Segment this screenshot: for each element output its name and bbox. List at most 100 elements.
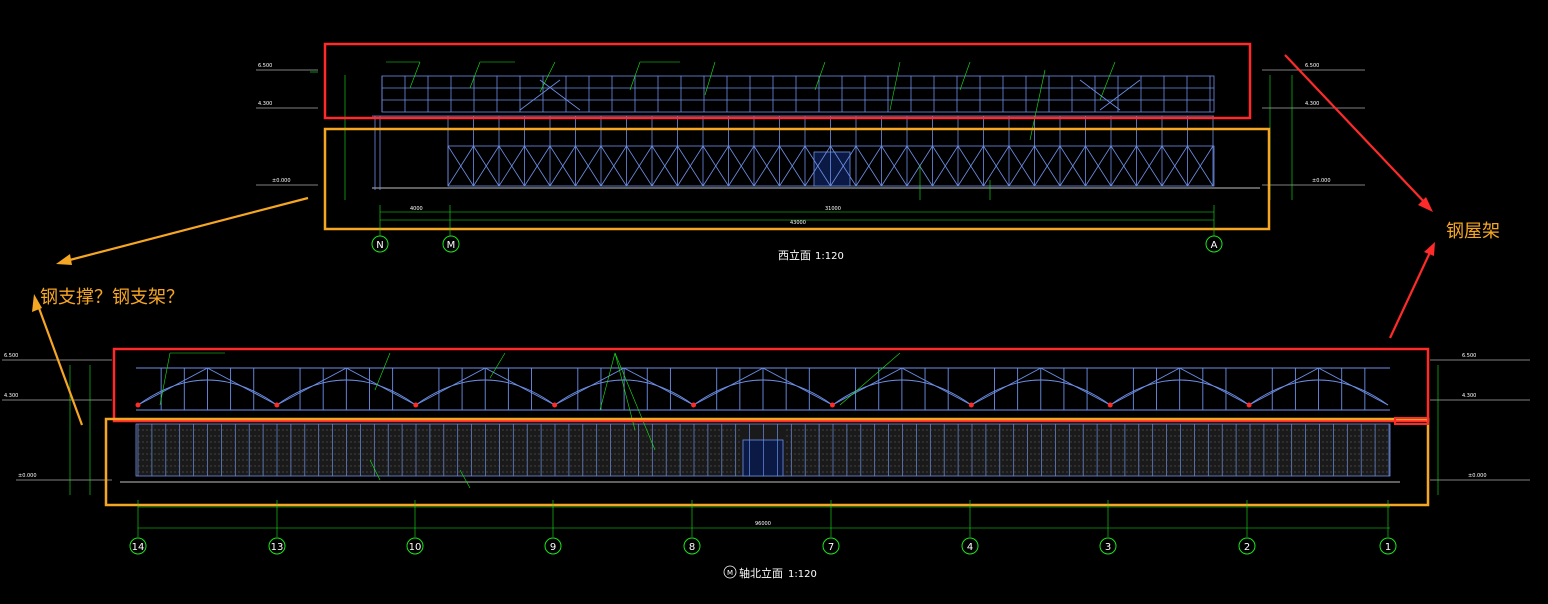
west-level-top-left: 6.500 <box>258 63 272 69</box>
svg-text:A: A <box>1211 240 1218 251</box>
west-cross-brace <box>881 145 908 187</box>
west-cross-brace <box>600 145 627 187</box>
north-axis-label: 2 <box>1244 542 1250 553</box>
north-level-mid-left: 4.300 <box>4 393 18 399</box>
north-axis-9: 9 <box>544 500 562 555</box>
west-cross-brace <box>932 145 959 187</box>
north-axis-label: 1 <box>1385 542 1391 553</box>
west-cross-brace <box>702 145 729 187</box>
west-cross-brace <box>651 145 678 187</box>
west-cross-brace <box>957 145 984 187</box>
north-roof-node <box>829 402 835 408</box>
svg-text:N: N <box>376 240 383 251</box>
north-roof-rafter <box>415 367 486 406</box>
north-level-mid-right: 4.300 <box>1462 393 1476 399</box>
west-cross-brace <box>473 145 500 187</box>
west-cross-brace <box>575 145 602 187</box>
north-axis-label: 8 <box>689 542 695 553</box>
north-axis-1: 1 <box>1379 500 1397 555</box>
north-roof-node <box>1107 402 1113 408</box>
north-elevation-title: 轴北立面 <box>739 566 783 580</box>
west-roof-highlight-box <box>323 42 1252 120</box>
north-roof-rafter <box>207 367 278 406</box>
north-roof-rafter <box>762 367 833 406</box>
north-axis-13: 13 <box>268 500 286 555</box>
west-cross-brace <box>830 145 857 187</box>
north-roof-rafter <box>1110 367 1180 406</box>
svg-text:M: M <box>447 240 456 251</box>
north-roof-rafter <box>832 367 903 406</box>
north-level-ground-left: ±0.000 <box>18 473 37 479</box>
west-steel-support <box>372 115 1260 190</box>
north-elevation-scale: 1:120 <box>788 569 817 580</box>
north-level-ground-right: ±0.000 <box>1468 473 1487 479</box>
north-elevation: 6.500 4.300 ±0.000 6.500 4.300 ±0.000 <box>2 347 1530 580</box>
annotation-arrows <box>32 54 1435 426</box>
north-axis-7: 7 <box>822 500 840 555</box>
north-roof-rafter <box>1040 367 1111 406</box>
west-support-highlight-box <box>323 127 1271 231</box>
north-roof-rafter <box>485 367 555 406</box>
north-roof-rafter <box>1318 367 1389 406</box>
north-support-highlight-box <box>104 417 1430 507</box>
west-cross-brace <box>855 145 882 187</box>
west-axis-a: A <box>1205 235 1223 253</box>
north-roof-node <box>274 402 280 408</box>
north-roof-rafter <box>276 367 347 406</box>
north-axis-8: 8 <box>683 500 701 555</box>
north-roof-node <box>135 402 141 408</box>
west-cross-brace <box>1008 145 1035 187</box>
west-leader-lines <box>386 61 1116 200</box>
west-cross-brace <box>779 145 806 187</box>
west-cross-brace <box>498 145 525 187</box>
west-cross-brace <box>983 145 1010 187</box>
north-roof-highlight-box <box>112 347 1430 423</box>
north-level-top-right: 6.500 <box>1462 353 1476 359</box>
north-roof-rafter <box>1248 367 1319 406</box>
west-elevation-title: 西立面 <box>778 248 811 262</box>
north-roof-rafter <box>1179 367 1250 406</box>
north-roof-node <box>691 402 697 408</box>
annotation-steel-support: 钢支撑？钢支架？ <box>40 287 184 308</box>
west-cross-brace <box>1085 145 1112 187</box>
north-roof-box-tab <box>1394 417 1429 425</box>
west-dim-total: 43000 <box>790 220 806 226</box>
west-cross-brace <box>1161 145 1188 187</box>
north-axis-label: 7 <box>828 542 834 553</box>
west-cross-brace <box>753 145 780 187</box>
north-roof-rafter <box>137 367 208 406</box>
north-roof-rafter <box>346 367 416 406</box>
north-roof-rafter <box>554 367 625 406</box>
north-axis-2: 2 <box>1238 500 1256 555</box>
north-level-top-left: 6.500 <box>4 353 18 359</box>
west-axis-n: N <box>371 235 389 253</box>
west-level-mid-left: 4.300 <box>258 101 272 107</box>
west-cross-brace <box>447 145 474 187</box>
north-roof-node <box>552 402 558 408</box>
west-level-top-right: 6.500 <box>1305 63 1319 69</box>
west-elevation-scale: 1:120 <box>815 251 844 262</box>
west-cross-brace <box>677 145 704 187</box>
west-axis-m: M <box>442 235 460 253</box>
west-level-ground-left: ±0.000 <box>272 178 291 184</box>
north-roof-truss <box>135 367 1390 411</box>
north-axis-label: 3 <box>1105 542 1111 553</box>
west-dim-main: 31000 <box>825 206 841 212</box>
north-roof-rafter <box>971 367 1041 406</box>
north-roof-rafter <box>623 367 694 406</box>
north-roof-rafter <box>693 367 764 406</box>
north-axis-4: 4 <box>961 500 979 555</box>
north-axis-label: 13 <box>271 542 284 553</box>
north-elevation-right-levels <box>1430 359 1530 495</box>
west-roof-brace <box>1099 79 1141 111</box>
north-axis-label: 9 <box>550 542 556 553</box>
west-dim-left: 4000 <box>410 206 423 212</box>
west-roof-brace <box>519 79 561 111</box>
west-cross-brace <box>1187 145 1214 187</box>
west-elevation-left-levels <box>256 69 346 200</box>
west-cross-brace <box>728 145 755 187</box>
north-leader-lines <box>159 352 901 489</box>
north-roof-rafter <box>901 367 972 406</box>
west-level-mid-right: 4.300 <box>1305 101 1319 107</box>
